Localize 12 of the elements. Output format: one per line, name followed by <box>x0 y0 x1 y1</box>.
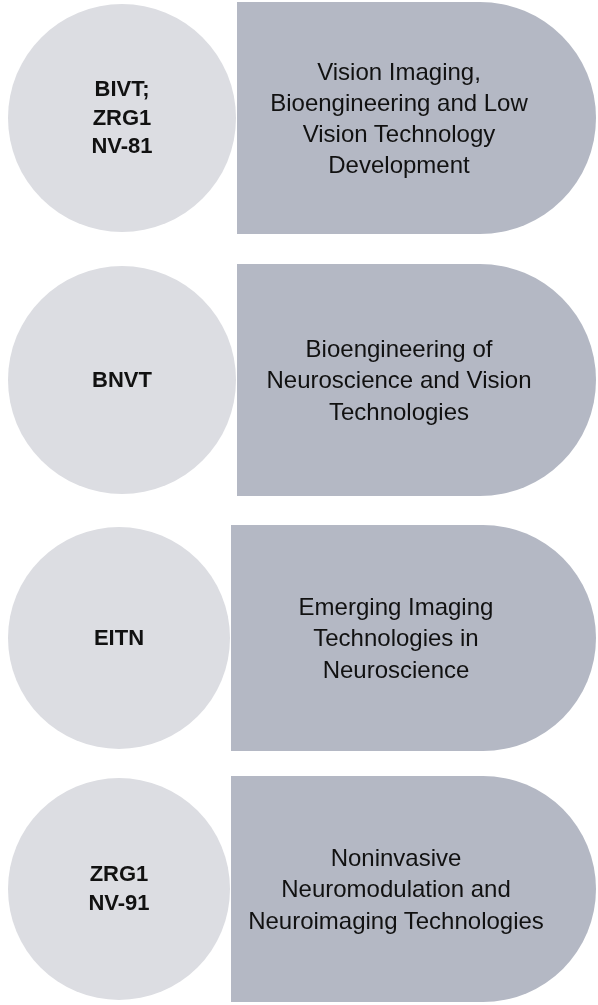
rounded-band <box>237 2 596 234</box>
description-text: Bioengineering of Neuroscience and Vision Technologies <box>265 334 533 427</box>
description-text: Noninvasive Neuromodulation and Neuroimaging Technologies <box>247 843 545 936</box>
description-text: Emerging Imaging Technologies in Neuroscience <box>297 592 495 685</box>
code-label: EITN <box>93 623 145 652</box>
description-text: Vision Imaging, Bioengineering and Low Vision Technology Development <box>269 56 529 181</box>
rounded-band <box>237 264 596 496</box>
code-label: ZRG1 NV-91 <box>87 860 151 917</box>
rounded-band <box>231 525 596 751</box>
code-label: BIVT; ZRG1 NV-81 <box>90 75 154 161</box>
rounded-band <box>231 776 596 1002</box>
code-label: BNVT <box>92 365 152 394</box>
